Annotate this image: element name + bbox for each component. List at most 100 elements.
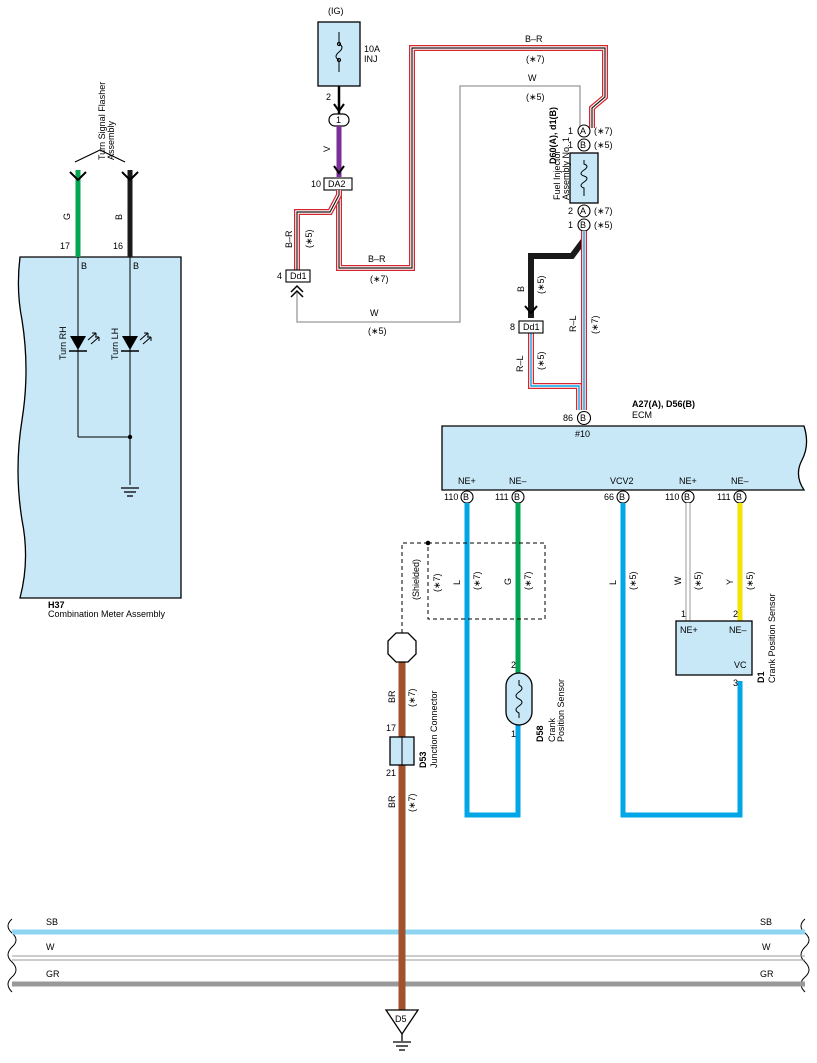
- fuse-section: (IG) 10A INJ 2 1 V DA2 10: [311, 6, 380, 191]
- label-g: G: [503, 578, 513, 585]
- label-l-1: L: [452, 580, 462, 585]
- inner-b-2: B: [133, 261, 139, 271]
- ecm-pin-3-conn: B: [619, 492, 625, 502]
- label-shielded: (Shielded): [411, 559, 421, 600]
- ecm: B 86 #10 A27(A), D56(B) ECM NE+ B 110 NE…: [441, 399, 808, 504]
- label-w: W: [673, 576, 683, 585]
- fuse-name: INJ: [364, 54, 378, 64]
- combination-meter-assembly: Turn Signal Flasher Assembly G B 17 16 B…: [17, 82, 182, 619]
- label-wire-b-mid: B: [516, 286, 526, 292]
- note-g: (∗7): [523, 571, 533, 590]
- note-w: (∗5): [693, 571, 703, 590]
- connector-dd1-pin: 4: [277, 271, 282, 281]
- label-br-left: B–R: [284, 230, 294, 248]
- note-s7-rl: (∗7): [590, 315, 600, 334]
- connector-dd1-mid: [518, 320, 544, 334]
- ecm-top-pin: 86: [563, 413, 573, 423]
- connector-dd1-label: Dd1: [290, 271, 307, 281]
- d58-name-2: Position Sensor: [556, 679, 566, 742]
- note-s7-top: (∗7): [526, 54, 545, 64]
- d58-code: D58: [535, 725, 545, 742]
- d1-t-ne-minus: NE–: [729, 625, 747, 635]
- d53-pin-bottom: 21: [386, 768, 396, 778]
- injector-pin-b1: 1: [568, 140, 573, 150]
- flasher-label-line1: Turn Signal Flasher: [97, 82, 107, 160]
- flasher-label-line2: Assembly: [106, 120, 116, 160]
- label-w-bottom: W: [370, 308, 379, 318]
- connector-dd1b-label: Dd1: [523, 322, 540, 332]
- label-br-top: BR: [387, 690, 397, 703]
- connector-dd1-top: [285, 269, 311, 283]
- d58-name-1: Crank: [547, 717, 557, 742]
- label-turn-lh: Turn LH: [110, 328, 120, 360]
- shield: (Shielded) (∗7): [401, 540, 546, 640]
- ecm-pin-4-num: 110: [665, 492, 679, 502]
- bus-gr-left: GR: [46, 969, 60, 979]
- bus-w-right: W: [762, 942, 771, 952]
- label-br-bottom: BR: [387, 795, 397, 808]
- note-br-top: (∗7): [407, 688, 417, 707]
- note-s5-top: (∗5): [526, 92, 545, 102]
- d1-pin-3: 3: [733, 678, 738, 688]
- note-s5-b-mid: (∗5): [536, 275, 546, 294]
- d1-t-vc: VC: [734, 660, 747, 670]
- ecm-pin-1-name: NE+: [458, 476, 476, 486]
- note-y: (∗5): [745, 571, 755, 590]
- label-turn-rh: Turn RH: [58, 326, 68, 360]
- connector-da2-pin: 10: [311, 179, 321, 189]
- wire-l-vcv2: [620, 503, 743, 818]
- pin-16: 16: [113, 241, 123, 251]
- ground-d5: D5: [384, 1009, 420, 1051]
- d1-crank-position-sensor: NE+ NE– VC 1 2 3 D1 Crank Position Senso…: [675, 593, 777, 688]
- fuse-pin: 2: [326, 92, 331, 102]
- ecm-pin-1-num: 110: [444, 492, 458, 502]
- note-s5-rl: (∗5): [536, 351, 546, 370]
- wire-l-ne-plus: [464, 503, 521, 818]
- ecm-top-conn: B: [580, 413, 586, 423]
- bus-sb-right: SB: [760, 917, 772, 927]
- wire-w-injector: [296, 85, 581, 323]
- injector-note-s5-2: (∗5): [594, 220, 613, 230]
- ecm-pin-3-name: VCV2: [610, 476, 634, 486]
- d53-code: D53: [418, 751, 428, 768]
- label-wire-b: B: [114, 214, 124, 220]
- d1-name: Crank Position Sensor: [767, 593, 777, 683]
- d53-name: Junction Connector: [429, 690, 439, 768]
- combination-name: Combination Meter Assembly: [48, 609, 166, 619]
- ecm-pin-5-name: NE–: [731, 476, 749, 486]
- injector-conn-b2: B: [580, 220, 586, 230]
- label-w-top: W: [528, 73, 537, 83]
- d1-pin-1: 1: [681, 609, 686, 619]
- label-br-mid: B–R: [368, 254, 386, 264]
- d58-pin-bottom: 1: [511, 729, 516, 739]
- shield-ground-point: [387, 632, 417, 663]
- combination-code: H37: [48, 600, 65, 610]
- ground-d5-label: D5: [395, 1014, 407, 1024]
- label-rl-left: R–L: [515, 355, 525, 372]
- label-wire-v: V: [322, 146, 332, 152]
- ecm-pin-3-num: 66: [604, 492, 614, 502]
- note-br-bottom: (∗7): [407, 793, 417, 812]
- connector-dd1b-pin: 8: [510, 322, 515, 332]
- injector-note-s7-1: (∗7): [594, 126, 613, 136]
- ecm-pin-2: NE– B 111: [495, 476, 527, 504]
- wire-b-injector: [528, 231, 587, 318]
- note-s5-bottom: (∗5): [368, 326, 387, 336]
- d1-t-ne-plus: NE+: [680, 625, 698, 635]
- injector-name-1: Fuel Injector: [552, 150, 562, 200]
- injector-conn-b1: B: [580, 140, 586, 150]
- ecm-pin-5: NE– B 111: [717, 476, 749, 504]
- lower-wire-labels: L (∗7) G (∗7) L (∗5) W (∗5) Y (∗5): [452, 571, 755, 590]
- injector-conn-a1: A: [580, 126, 586, 136]
- ecm-pin-5-conn: B: [736, 492, 742, 502]
- d1-pin-2: 2: [733, 609, 738, 619]
- pin-17: 17: [60, 241, 70, 251]
- injector-note-s7-2: (∗7): [594, 206, 613, 216]
- wire-rl-left: [528, 333, 582, 410]
- label-br-top: B–R: [525, 34, 543, 44]
- injector-note-s5-1: (∗5): [594, 140, 613, 150]
- ecm-pin-4-name: NE+: [679, 476, 697, 486]
- note-s5-left: (∗5): [304, 229, 314, 248]
- d58-crank-position-sensor: 2 1 D58 Crank Position Sensor: [505, 660, 566, 742]
